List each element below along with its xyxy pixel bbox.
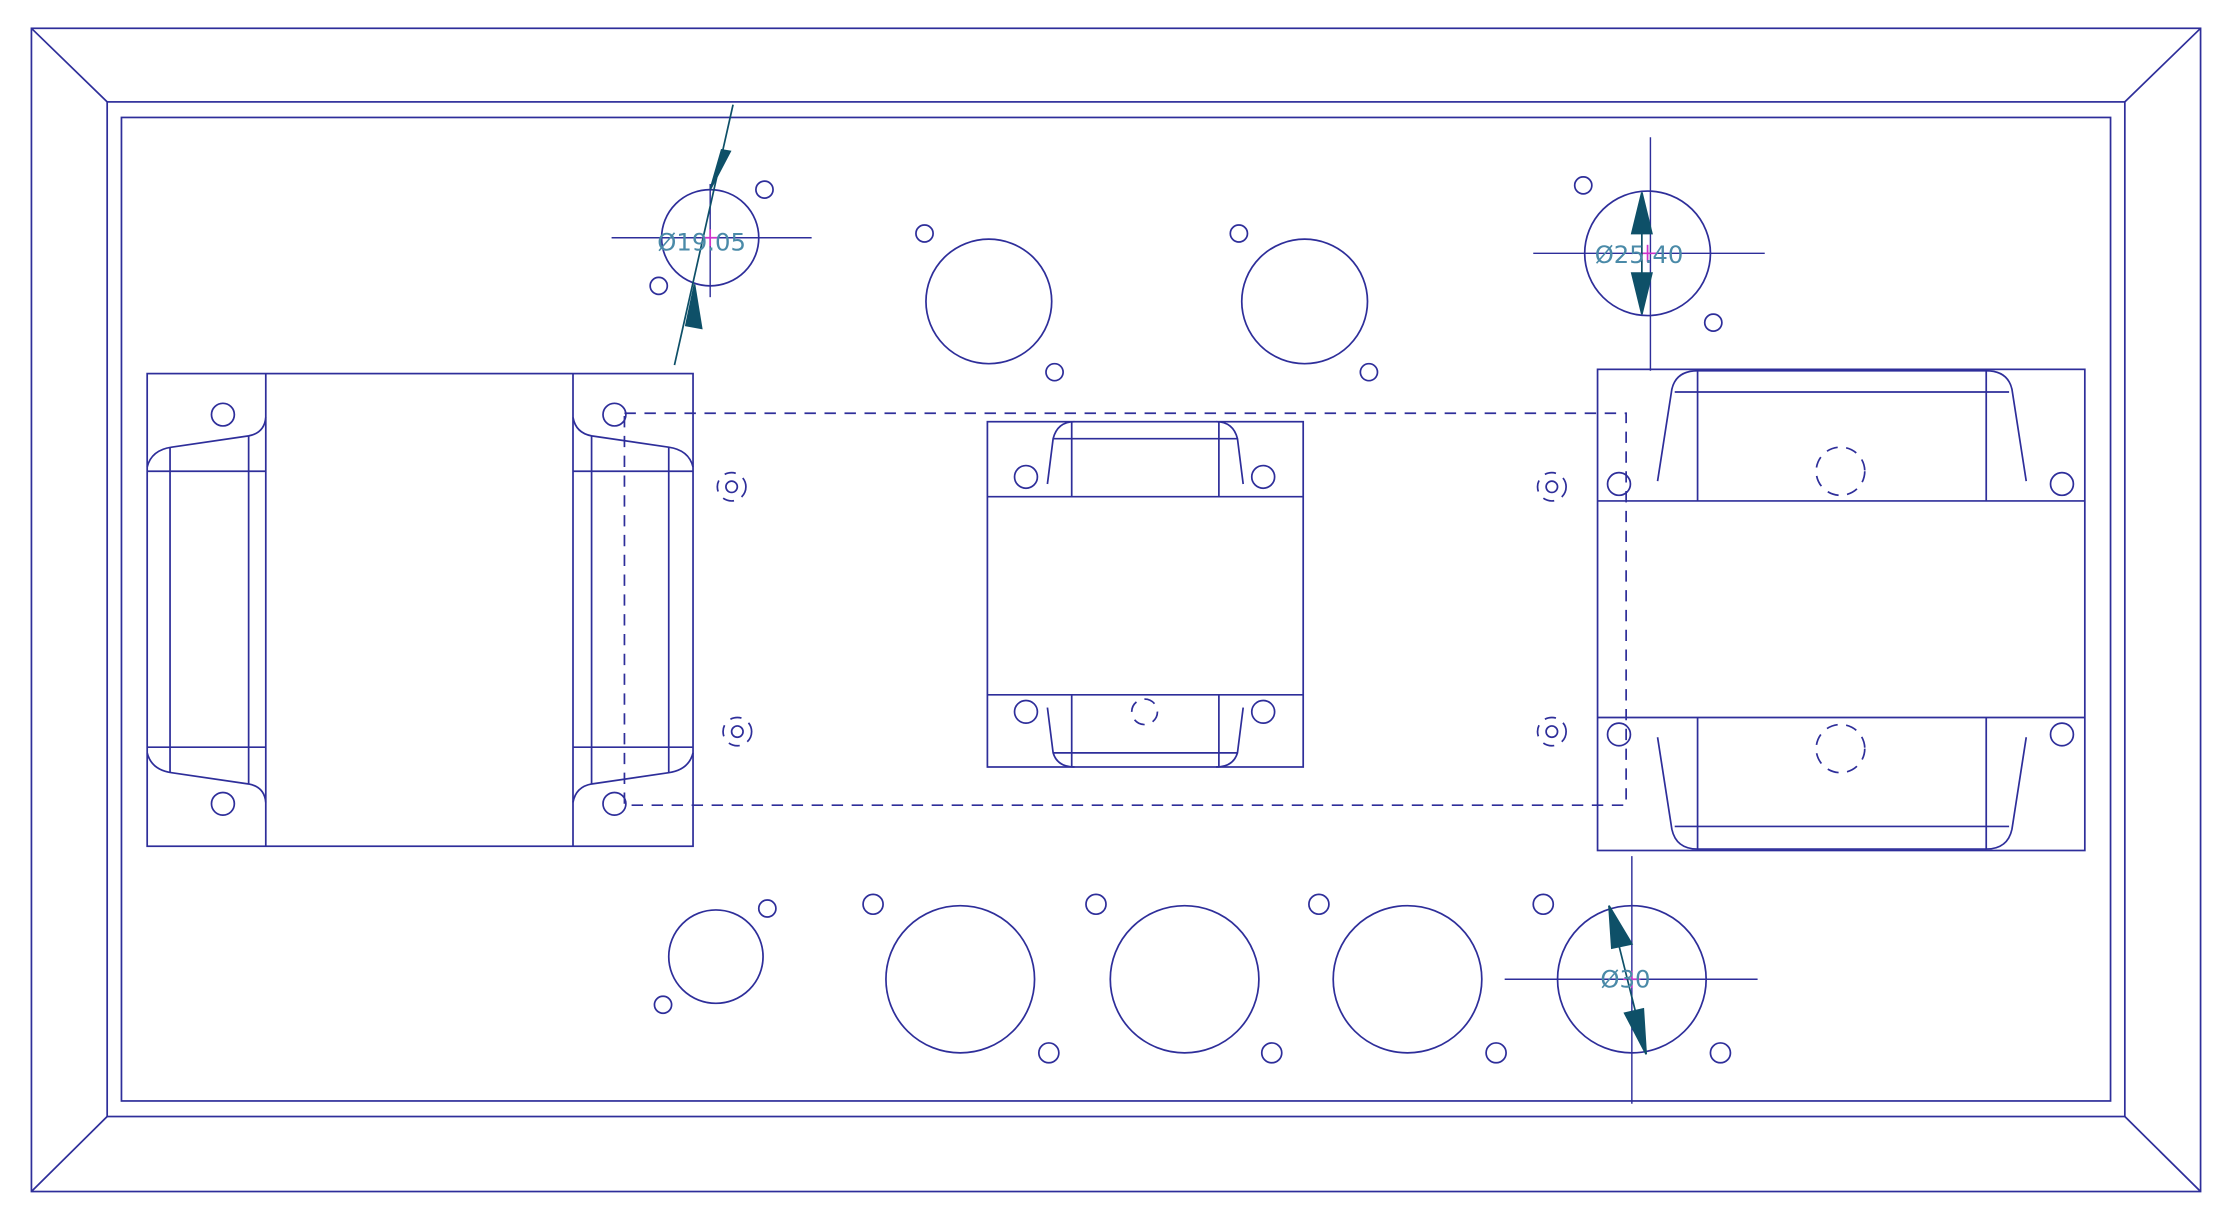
left-transformer-outline: [146, 372, 694, 848]
mount-holes: [716, 471, 1567, 747]
bottom-socket-2: [1085, 893, 1283, 1064]
dimension-label-25-40: Ø25.40: [1595, 241, 1684, 269]
top-socket-1: [915, 224, 1064, 382]
dashed-component-outline: [623, 412, 1627, 807]
bottom-socket-1: [862, 893, 1060, 1064]
right-transformer-outline: [1596, 368, 2086, 852]
center-marks: [701, 229, 1657, 988]
dimension-label-30: Ø30: [1600, 966, 1650, 994]
bottom-socket-small: [653, 899, 777, 1015]
bottom-socket-3: [1308, 893, 1507, 1064]
panel-frame: [30, 27, 2202, 1193]
dimension-arrows: [673, 104, 1653, 1055]
top-socket-2: [1229, 224, 1379, 382]
center-transformer-outline: [986, 420, 1305, 768]
dimension-label-19-05: Ø19.05: [657, 229, 746, 257]
